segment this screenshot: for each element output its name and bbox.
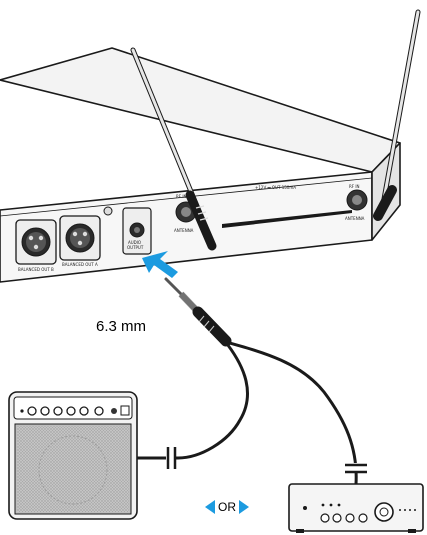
- plug-icon: [164, 277, 232, 347]
- rf-in-left-label: RF IN: [176, 194, 187, 199]
- bnc-connector-icon: [346, 189, 368, 211]
- guitar-amplifier: [8, 391, 138, 520]
- arrow-left-icon: [205, 500, 215, 514]
- mixer-unit: [288, 483, 424, 533]
- xlr-connector-icon: [15, 219, 57, 265]
- antenna-icon: [373, 9, 421, 221]
- antenna-left-label: ANTENNA: [174, 228, 194, 233]
- or-indicator: OR: [205, 500, 249, 514]
- cable-to-mixer: [225, 340, 358, 485]
- rf-in-right-label: RF IN: [349, 184, 360, 189]
- out-a-label: BALANCED OUT A: [62, 262, 98, 267]
- antenna-right-label: ANTENNA: [345, 216, 365, 221]
- cable-to-amplifier: [137, 339, 250, 460]
- audio-output-jack: [122, 207, 152, 255]
- cable-break-icon: [166, 447, 177, 469]
- audio-output-label-1: AUDIO: [128, 240, 141, 245]
- xlr-connector-icon: [59, 215, 101, 261]
- or-label: OR: [218, 500, 236, 514]
- cable-break-icon: [345, 463, 367, 474]
- insert-arrow-icon: [142, 251, 178, 278]
- arrow-right-icon: [239, 500, 249, 514]
- ground-screw-icon: [103, 206, 113, 216]
- cable-size-label: 6.3 mm: [96, 318, 147, 335]
- power-label: +12V ⎓ OUT 150mA: [255, 185, 296, 190]
- antenna-icon: [130, 47, 217, 251]
- audio-output-label-2: OUTPUT: [127, 245, 144, 250]
- out-b-label: BALANCED OUT B: [18, 267, 54, 272]
